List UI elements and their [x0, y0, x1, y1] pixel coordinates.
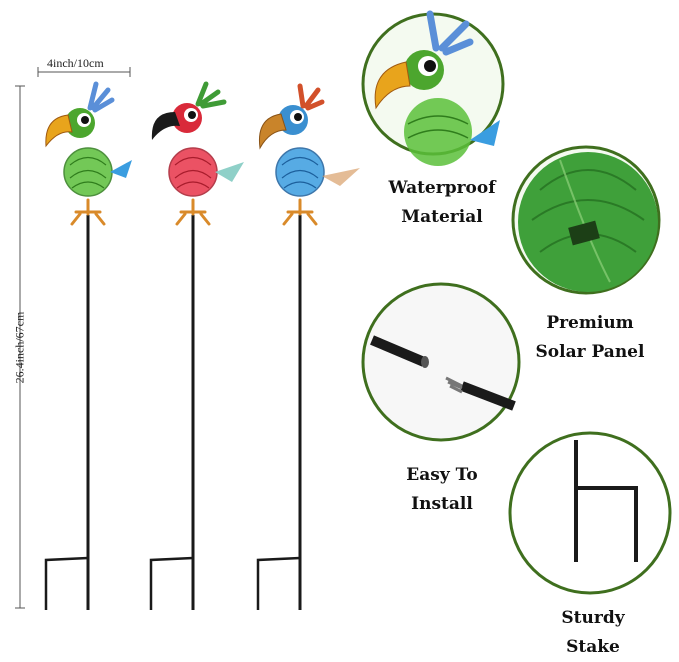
width-dimension-line [37, 67, 131, 77]
width-label: 4inch/10cm [47, 56, 104, 70]
caption-solar-panel: Premium Solar Panel [510, 309, 670, 367]
height-label: 26.4inch/67cm [12, 311, 27, 384]
feature-circle-install [361, 282, 521, 442]
parrot-stake-green [44, 81, 132, 610]
caption-install-line2: Install [411, 494, 473, 514]
caption-waterproof: Waterproof Material [362, 174, 522, 232]
caption-stake-line1: Sturdy [561, 608, 625, 628]
caption-waterproof-line2: Material [401, 207, 483, 227]
feature-circle-solar-panel [511, 145, 661, 295]
feature-circle-stake [508, 431, 672, 595]
height-dimension-line [15, 85, 25, 609]
caption-install: Easy To Install [362, 461, 522, 519]
feature-circle-waterproof [361, 10, 505, 166]
parrot-stake-red [149, 81, 244, 610]
parrot-stake-blue [256, 83, 360, 610]
caption-solar-panel-line2: Solar Panel [535, 342, 645, 362]
caption-waterproof-line1: Waterproof [388, 178, 496, 198]
caption-install-line1: Easy To [406, 465, 478, 485]
caption-stake: Sturdy Stake [513, 604, 673, 662]
caption-solar-panel-line1: Premium [546, 313, 634, 333]
caption-stake-line2: Stake [566, 637, 620, 657]
